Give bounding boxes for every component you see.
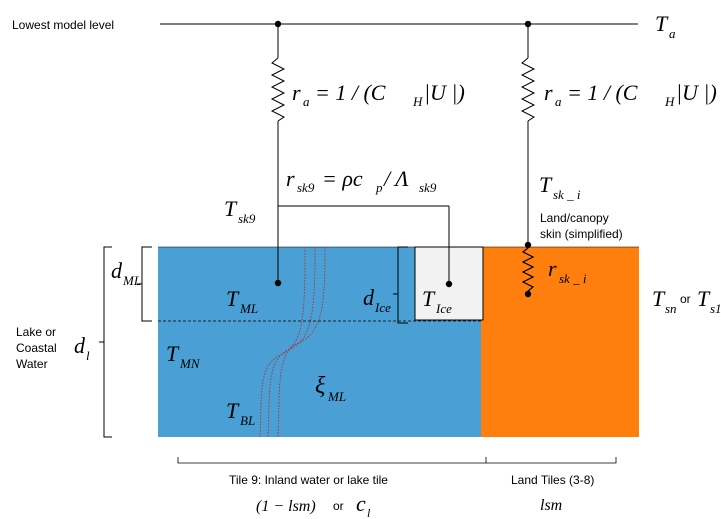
svg-text:T: T	[166, 341, 180, 366]
t-bl-label: T BL	[226, 398, 255, 428]
r-sk-i-label: r sk _ i	[548, 256, 587, 286]
tile9-bracket	[177, 457, 487, 464]
lake-resistor-ra	[270, 57, 286, 122]
svg-text:BL: BL	[240, 413, 255, 428]
r-a-right-label: r a = 1 / (C H |U |)	[544, 80, 717, 109]
svg-text:Ice: Ice	[435, 301, 452, 316]
svg-text:r: r	[286, 166, 295, 191]
svg-text:d: d	[363, 285, 375, 310]
d-ice-label: d Ice	[363, 285, 391, 315]
svg-text:Ice: Ice	[374, 300, 391, 315]
land-resistor-rsk	[521, 247, 535, 292]
tile9-label: Tile 9: Inland water or lake tile	[229, 473, 388, 487]
land-skin-label: Land/canopy skin (simplified)	[540, 211, 623, 241]
ice-node	[445, 280, 453, 288]
water-fraction-label: (1 − lsm) or c l	[256, 491, 371, 519]
land-tiles-label: Land Tiles (3-8)	[511, 473, 594, 487]
svg-text:|U |): |U |)	[424, 80, 465, 105]
svg-text:T: T	[422, 286, 436, 311]
svg-text:T: T	[539, 172, 553, 197]
d-ice-bracket	[397, 246, 408, 324]
d-ml-bracket	[141, 246, 152, 322]
svg-text:ML: ML	[239, 301, 258, 316]
land-node-soil	[524, 290, 532, 298]
svg-text:MN: MN	[179, 356, 201, 371]
d-ml-label: d ML	[111, 258, 141, 288]
r-a-left-label: r a = 1 / (C H |U |)	[292, 80, 465, 109]
svg-text:T: T	[226, 398, 240, 423]
svg-text:sk9: sk9	[419, 180, 437, 195]
svg-text:or: or	[333, 499, 344, 513]
svg-text:= 1 / (C: = 1 / (C	[567, 80, 638, 105]
svg-text:T: T	[697, 286, 711, 311]
svg-text:s1: s1	[710, 301, 721, 316]
lsm-label: lsm	[540, 497, 562, 514]
t-sn-or-t-s1-label: T sn or T s1	[652, 286, 721, 316]
svg-text:Lake or: Lake or	[16, 325, 56, 339]
land-tiles-bracket	[486, 457, 617, 464]
svg-text:T: T	[655, 11, 669, 36]
svg-text:T: T	[224, 196, 238, 221]
svg-text:p: p	[375, 180, 383, 195]
svg-text:sk9: sk9	[238, 211, 256, 226]
lake-node-top	[274, 20, 282, 28]
svg-text:H: H	[412, 94, 423, 109]
svg-text:T: T	[226, 286, 240, 311]
svg-text:l: l	[86, 348, 90, 363]
svg-text:c: c	[356, 491, 366, 516]
svg-text:= 1 / (C: = 1 / (C	[315, 80, 386, 105]
t-ice-label: T Ice	[422, 286, 452, 316]
svg-text:ξ: ξ	[315, 373, 326, 399]
svg-text:(1 − lsm): (1 − lsm)	[256, 498, 316, 515]
land-node-top	[524, 20, 532, 28]
t-mn-label: T MN	[166, 341, 201, 371]
svg-text:a: a	[669, 26, 676, 41]
svg-text:d: d	[111, 258, 123, 283]
svg-text:Land/canopy: Land/canopy	[540, 211, 609, 225]
svg-text:T: T	[652, 286, 666, 311]
svg-text:sk _ i: sk _ i	[559, 271, 587, 286]
svg-text:sk9: sk9	[297, 180, 315, 195]
r-sk9-label: r sk9 = ρc p / Λ sk9	[286, 166, 437, 195]
svg-text:r: r	[292, 80, 301, 105]
t-a-label: T a	[655, 11, 676, 41]
svg-text:ML: ML	[327, 389, 346, 404]
svg-text:d: d	[74, 333, 86, 358]
svg-text:/ Λ: / Λ	[382, 166, 409, 191]
svg-text:= ρc: = ρc	[322, 166, 363, 191]
svg-text:a: a	[555, 94, 562, 109]
svg-text:l: l	[367, 506, 371, 519]
lowest-model-level-label: Lowest model level	[12, 18, 114, 32]
svg-text:|U |): |U |)	[676, 80, 717, 105]
land-body	[481, 247, 639, 437]
svg-text:Coastal: Coastal	[16, 341, 57, 355]
svg-text:r: r	[544, 80, 553, 105]
xi-ml-label: ξ ML	[315, 373, 346, 404]
t-sk-i-label: T sk _ i	[539, 172, 581, 202]
lake-node-ml	[274, 279, 282, 287]
svg-text:sk _ i: sk _ i	[553, 187, 581, 202]
svg-text:a: a	[303, 94, 310, 109]
svg-text:Water: Water	[16, 357, 48, 371]
land-resistor-ra	[520, 57, 536, 122]
svg-text:r: r	[548, 256, 557, 281]
t-ml-label: T ML	[226, 286, 258, 316]
svg-text:or: or	[680, 292, 691, 306]
svg-text:sn: sn	[665, 301, 677, 316]
temperature-profile-curves	[259, 246, 326, 438]
lake-water-label: Lake or Coastal Water	[16, 325, 57, 371]
svg-text:skin (simplified): skin (simplified)	[540, 227, 623, 241]
d-l-label: d l	[74, 333, 90, 363]
svg-text:ML: ML	[122, 273, 141, 288]
t-sk9-label: T sk9	[224, 196, 256, 226]
land-node-skin	[524, 241, 532, 249]
svg-text:H: H	[664, 94, 675, 109]
